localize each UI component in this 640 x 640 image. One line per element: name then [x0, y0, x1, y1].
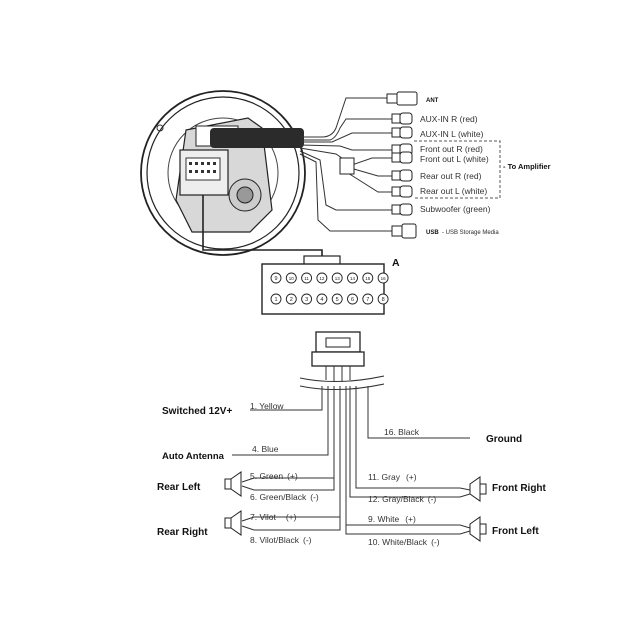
wire-11-label: 11. Gray(+)	[368, 472, 417, 482]
speaker-front-left-icon	[469, 516, 487, 542]
connector-pin-number: 4	[320, 297, 323, 303]
connector-pin-number: 14	[350, 276, 356, 281]
wire-10-label: 10. White/Black(-)	[368, 537, 440, 547]
rca-plugs	[386, 91, 418, 239]
front-out-l-label: Front out L (white)	[420, 154, 489, 164]
connector-pin	[347, 293, 358, 305]
connector-pin-number: 1	[274, 297, 277, 303]
wire-6-label: 6. Green/Black(-)	[250, 492, 319, 502]
amplifier-bracket	[414, 140, 501, 199]
connector-pin-number: 10	[289, 276, 295, 281]
wire-7-label: 7. Vilot(+)	[250, 512, 297, 522]
wire-5-label: 5. Green(+)	[250, 471, 298, 481]
connector-pin	[270, 293, 282, 305]
rear-out-l-label: Rear out L (white)	[420, 186, 487, 196]
usb-desc-label: - USB Storage Media	[442, 230, 499, 236]
front-left-label: Front Left	[492, 526, 539, 537]
harness-plug	[299, 331, 385, 391]
connector-pin-number: 13	[335, 276, 341, 281]
connector-pin	[316, 293, 328, 305]
connector-pin	[301, 272, 313, 284]
wire-12-label: 12. Gray/Black(-)	[368, 494, 436, 504]
ground-label: Ground	[486, 434, 522, 445]
connector-pin-number: 5	[336, 297, 339, 303]
connector-pin	[301, 293, 313, 305]
connector-pin-number: 12	[319, 276, 325, 281]
front-right-label: Front Right	[492, 483, 547, 494]
wire-1-label: 1. Yellow	[250, 401, 284, 411]
rca-cable-bundle	[299, 97, 392, 232]
connector-pin	[285, 272, 297, 284]
connector-pins-top: 9 10 11 12 13 14 15 16	[270, 272, 389, 284]
wire-16-label: 16. Black	[384, 427, 420, 437]
connector-pins-bottom: 1 2 3 4 5 6 7 8	[270, 293, 389, 305]
connector-pin-number: 8	[382, 297, 385, 303]
subwoofer-label: Subwoofer (green)	[420, 204, 491, 214]
connector-pin-number: 15	[365, 276, 371, 281]
auto-antenna-label: Auto Antenna	[162, 451, 225, 462]
switched-12v-label: Switched 12V+	[162, 406, 232, 417]
speaker-rear-left-icon	[224, 471, 242, 497]
connector-pin-number: 2	[290, 297, 293, 303]
speaker-rear-right-icon	[224, 510, 242, 536]
wire-9-label: 9. White(+)	[368, 514, 416, 524]
connector-pin-number: 7	[366, 297, 369, 303]
connector-pin-number: 3	[305, 297, 308, 303]
connector-pin	[347, 272, 358, 284]
speaker-front-right-icon	[469, 476, 487, 502]
harness-wires	[232, 386, 471, 535]
connector-pin-number: 6	[351, 297, 354, 303]
connector-pin	[331, 272, 343, 284]
connector-pin	[316, 272, 328, 284]
front-out-r-label: Front out R (red)	[420, 144, 483, 154]
connector-pin-number: 9	[274, 276, 277, 282]
connector-a-label: A	[392, 257, 400, 269]
connector-pin	[270, 272, 282, 284]
connector-pin-number: 16	[381, 276, 387, 281]
head-unit	[140, 90, 323, 262]
connector-pin	[285, 293, 297, 305]
wire-8-label: 8. Vilot/Black(-)	[250, 535, 312, 545]
rear-right-label: Rear Right	[157, 527, 208, 538]
to-amplifier-label: - To Amplifier	[503, 162, 551, 171]
aux-in-r-label: AUX-IN R (red)	[420, 114, 478, 124]
connector-pin	[377, 293, 389, 305]
connector-pin	[377, 272, 389, 284]
connector-pin	[362, 272, 374, 284]
wire-4-label: 4. Blue	[252, 444, 279, 454]
rear-left-label: Rear Left	[157, 482, 201, 493]
connector-pin-number: 11	[304, 276, 309, 281]
connector-pin	[362, 293, 374, 305]
connector-pin	[331, 293, 343, 305]
usb-label: USB	[426, 230, 439, 236]
aux-in-l-label: AUX-IN L (white)	[420, 129, 484, 139]
rear-out-r-label: Rear out R (red)	[420, 171, 482, 181]
ant-label: ANT	[426, 98, 439, 104]
